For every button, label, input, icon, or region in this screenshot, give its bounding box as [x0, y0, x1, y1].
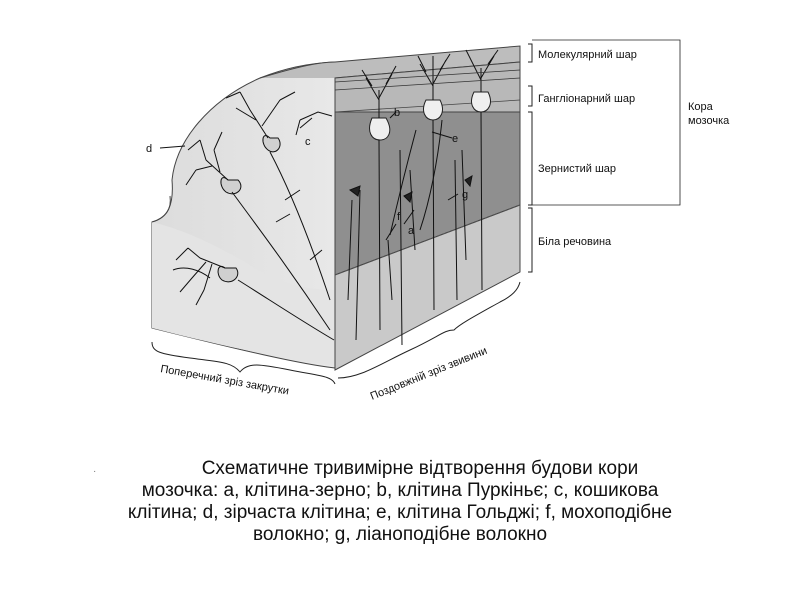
longitudinal-bracket [337, 281, 521, 379]
white-matter-core [152, 222, 335, 366]
figure-caption: Схематичне тривимірне відтворення будови… [40, 458, 760, 546]
label-granular-layer: Зернистий шар [538, 163, 616, 175]
caption-line-3: клітина; d, зірчаста клітина; e, клітина… [127, 502, 673, 523]
label-ganglion-layer: Гангліонарний шар [538, 93, 635, 105]
label-longitudinal-section: Поздовжній зріз звивини [369, 345, 489, 403]
letter-f: f [397, 211, 401, 223]
label-cortex-line2: мозочка [688, 115, 730, 127]
label-transverse-section: Поперечний зріз закрутки [159, 363, 289, 397]
cerebellum-cortex-diagram: d c b e f a g Молекулярний шар Гангліона… [146, 39, 730, 403]
letter-b: b [394, 107, 400, 119]
label-cortex-line1: Кора [688, 101, 714, 113]
left-face-cells [172, 91, 335, 341]
layer-brackets [528, 39, 681, 273]
letter-a: a [408, 225, 415, 237]
transverse-bracket [151, 341, 336, 385]
letter-d: d [146, 143, 152, 155]
label-white-matter: Біла речовина [538, 236, 612, 248]
letter-g: g [462, 189, 468, 201]
caption-line-1: Схематичне тривимірне відтворення будови… [201, 458, 639, 479]
letter-e: e [452, 133, 458, 145]
stray-dot: · [93, 466, 97, 477]
block-top-edge [259, 45, 521, 79]
caption-line-2: мозочка: a, клітина-зерно; b, клітина Пу… [141, 480, 659, 501]
caption-line-4: волокно; g, ліаноподібне волокно [252, 524, 548, 545]
label-molecular-layer: Молекулярний шар [538, 49, 637, 61]
letter-c: c [305, 136, 311, 148]
